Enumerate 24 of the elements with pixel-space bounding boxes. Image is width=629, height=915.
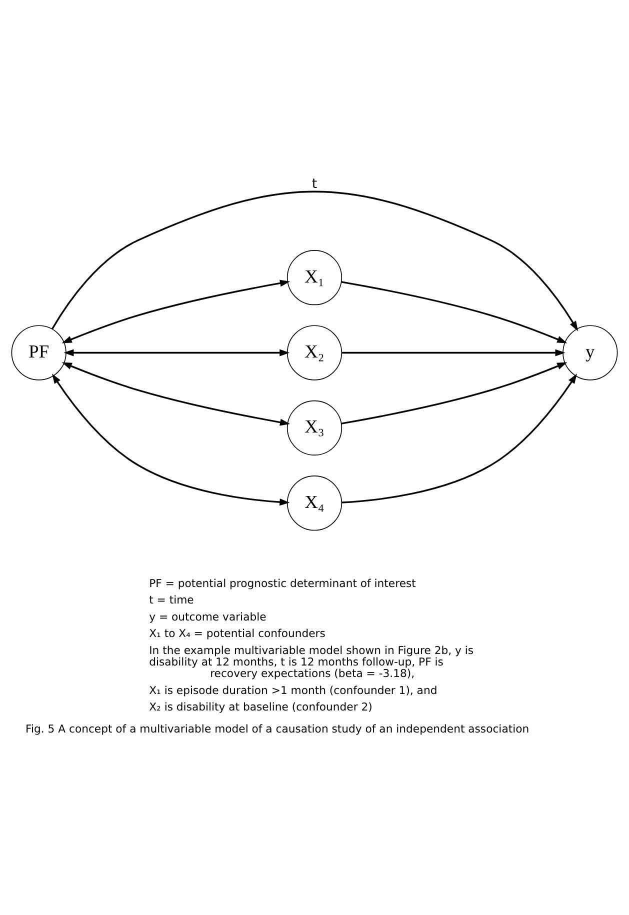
label: y = outcome variable bbox=[149, 610, 266, 623]
label: X₁ to X₄ = potential confounders bbox=[149, 626, 326, 640]
arrow bbox=[342, 348, 566, 356]
arrow bbox=[341, 280, 568, 343]
arrow bbox=[342, 373, 578, 503]
arrow bbox=[62, 362, 290, 426]
node-circle: X₄ bbox=[286, 475, 342, 530]
arrow bbox=[51, 190, 578, 331]
node-circle: X₂ bbox=[286, 324, 342, 380]
node-circle: y bbox=[562, 324, 618, 380]
caption: Fig. 5 A concept of a multivariable model of a causation study of an independent association bbox=[26, 722, 530, 735]
arrow bbox=[64, 348, 290, 356]
label: X₂ is disability at baseline (confounder 2) bbox=[149, 700, 372, 714]
arrow bbox=[62, 279, 290, 343]
node-circle: PF bbox=[11, 324, 66, 380]
label: X₁ is episode duration >1 month (confounder 1), and bbox=[149, 683, 438, 696]
arrow bbox=[341, 362, 568, 424]
label: PF = potential prognostic determinant of interest bbox=[149, 576, 416, 590]
label: t = time bbox=[149, 593, 194, 606]
label: In the example multivariable model shown in Figure 2b, y is disability at 12 months, t is 12 months follow-up, PF is recovery expectations (beta = -3.18), bbox=[149, 643, 474, 680]
edge-label: t bbox=[312, 176, 318, 192]
arrow bbox=[52, 373, 290, 506]
node-circle: X₃ bbox=[286, 400, 342, 455]
node-circle: X₁ bbox=[286, 250, 342, 305]
